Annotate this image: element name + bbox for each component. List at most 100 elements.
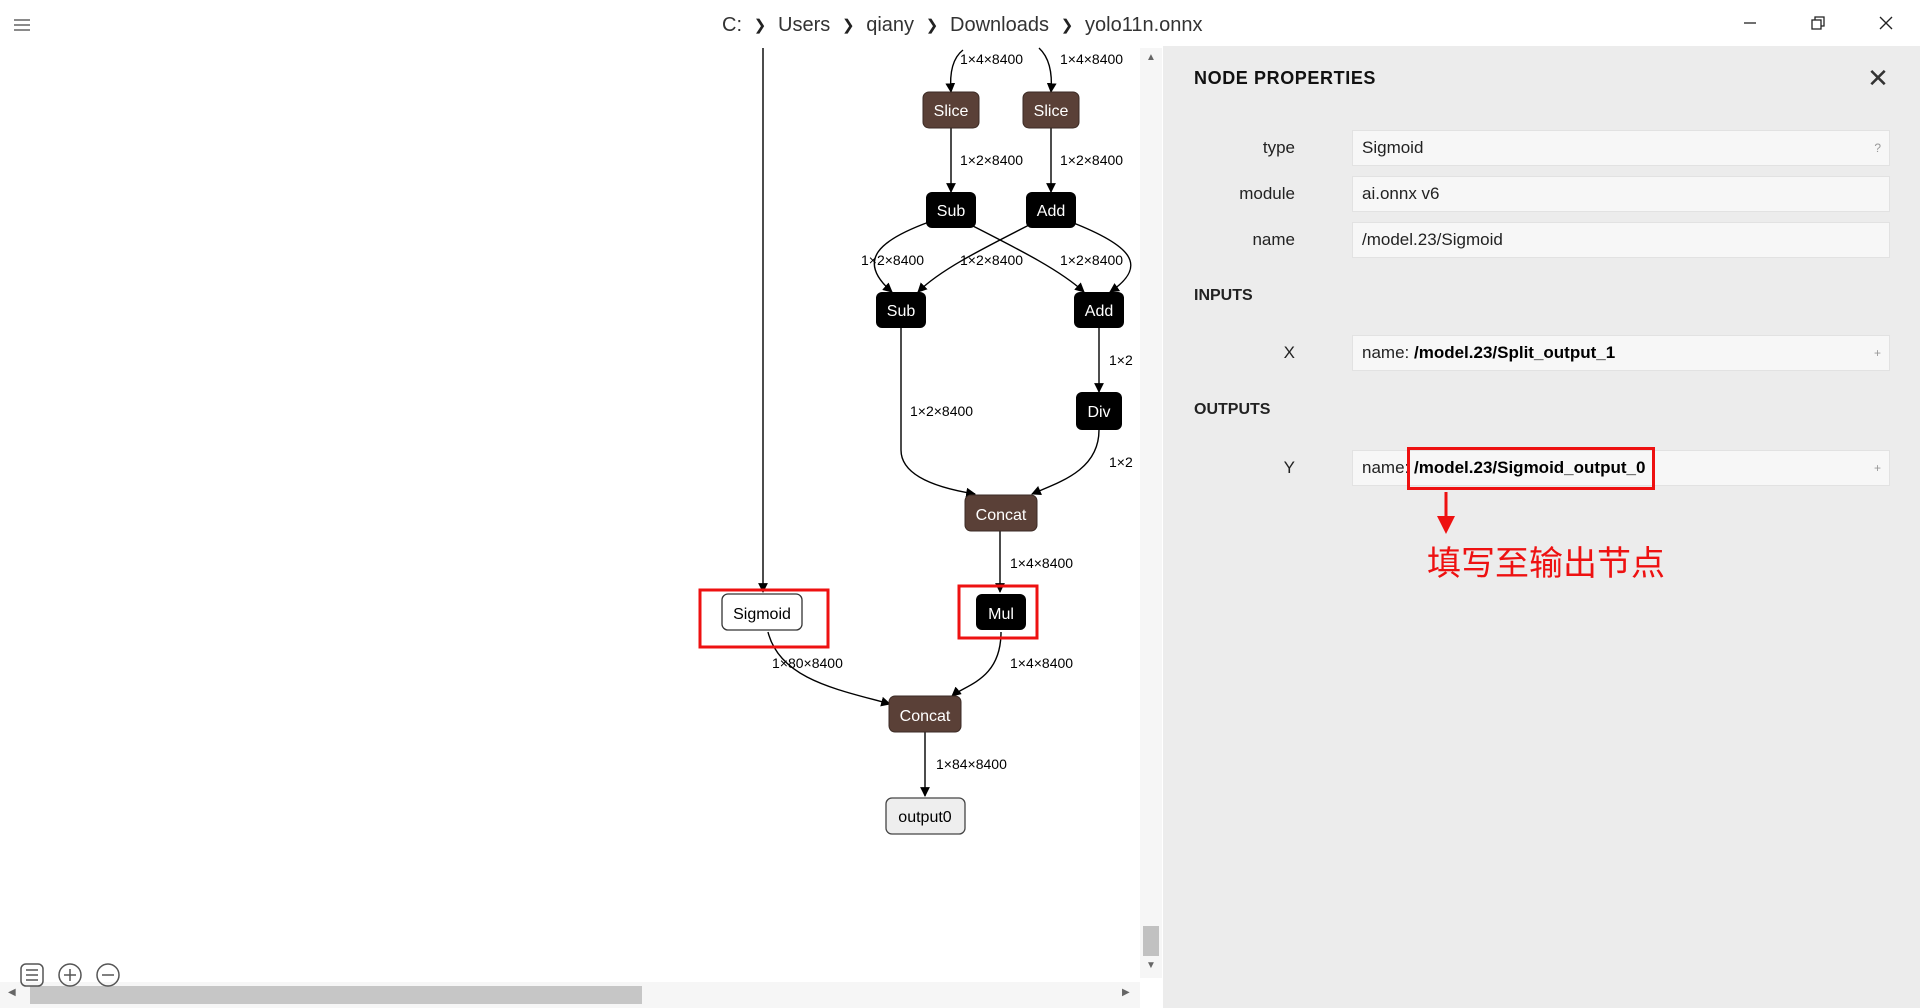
property-value-text: Sigmoid — [1362, 138, 1424, 157]
window-controls — [1716, 0, 1920, 46]
breadcrumb-file[interactable]: yolo11n.onnx — [1085, 13, 1203, 36]
node-sigmoid[interactable]: Sigmoid — [721, 593, 803, 631]
scroll-up-icon[interactable]: ▲ — [1146, 52, 1156, 63]
edge-label: 1×2×8400 — [1060, 252, 1123, 268]
chevron-right-icon: ❯ — [841, 17, 855, 34]
edge-label: 1×84×8400 — [936, 756, 1007, 772]
output-prefix: name: — [1362, 458, 1414, 477]
output-value[interactable]: name: /model.23/Sigmoid_output_0 + — [1352, 450, 1890, 486]
edge-sub2-concat1 — [900, 328, 976, 498]
input-x: X name: /model.23/Split_output_1 + — [1163, 335, 1920, 371]
expand-icon[interactable]: + — [1873, 346, 1881, 360]
property-value-name[interactable]: /model.23/Sigmoid — [1352, 222, 1890, 258]
input-value[interactable]: name: /model.23/Split_output_1 + — [1352, 335, 1890, 371]
node-add-1[interactable]: Add — [1026, 192, 1076, 228]
highlight-sigmoid — [698, 588, 830, 649]
edge-label: 1×2×8400 — [861, 252, 924, 268]
scroll-down-icon[interactable]: ▼ — [1146, 960, 1156, 971]
graph-canvas[interactable]: 1×4×8400 1×4×8400 1×2×8400 1×2×8400 1×2×… — [0, 0, 1140, 980]
menu-icon[interactable] — [14, 16, 30, 32]
node-sub-2[interactable]: Sub — [876, 292, 926, 328]
edge-label: 1×4×8400 — [960, 51, 1023, 67]
edge-label: 1×2×8400 — [910, 403, 973, 419]
node-label: Div — [1087, 404, 1110, 421]
edge-label: 1×4×8400 — [1010, 555, 1073, 571]
breadcrumb-users[interactable]: Users — [778, 13, 831, 36]
edge-label: 1×2×8400 — [1060, 152, 1123, 168]
close-window-button[interactable] — [1852, 0, 1920, 46]
node-slice-1[interactable]: Slice — [922, 91, 980, 129]
horizontal-scrollbar[interactable]: ◀ ▶ — [0, 982, 1140, 1008]
breadcrumb-user[interactable]: qiany — [866, 13, 915, 36]
node-label: Slice — [1034, 103, 1069, 120]
panel-title: NODE PROPERTIES — [1194, 68, 1377, 88]
property-value-module[interactable]: ai.onnx v6 — [1352, 176, 1890, 212]
node-label: Sub — [887, 303, 916, 320]
property-value-text: /model.23/Sigmoid — [1362, 230, 1503, 249]
minimize-button[interactable] — [1716, 0, 1784, 46]
property-key: name — [1252, 230, 1295, 249]
expand-icon[interactable]: + — [1873, 461, 1881, 475]
node-label: Sigmoid — [733, 606, 791, 623]
zoom-in-icon[interactable] — [56, 961, 84, 989]
restore-button[interactable] — [1784, 0, 1852, 46]
highlight-mul — [957, 584, 1039, 640]
edge-label: 1×80×8400 — [772, 655, 843, 671]
breadcrumb: C: ❯ Users ❯ qiany ❯ Downloads ❯ yolo11n… — [722, 12, 1203, 38]
edge-label: 1×2×8400 — [960, 152, 1023, 168]
edge-sub1-add2 — [964, 221, 1085, 293]
close-panel-icon[interactable]: ✕ — [1867, 63, 1889, 93]
edge-label: 1×4×8400 — [1060, 51, 1123, 67]
edge-label: 1×2 — [1109, 454, 1133, 470]
inputs-title: INPUTS — [1194, 287, 1253, 304]
minimize-icon — [1744, 22, 1756, 24]
property-type: type Sigmoid ? — [1163, 130, 1920, 166]
highlight-output-name — [1407, 447, 1655, 490]
edge-in1 — [945, 49, 964, 93]
horizontal-scroll-thumb[interactable] — [30, 986, 642, 1004]
input-name: /model.23/Split_output_1 — [1413, 343, 1616, 362]
breadcrumb-drive[interactable]: C: — [722, 13, 742, 36]
node-div[interactable]: Div — [1076, 392, 1122, 430]
property-value-type[interactable]: Sigmoid ? — [1352, 130, 1890, 166]
edge-mul-concat2 — [951, 631, 1002, 697]
edge-in2 — [1038, 47, 1057, 93]
edge-div-concat1 — [1031, 429, 1100, 496]
node-add-2[interactable]: Add — [1074, 292, 1124, 328]
breadcrumb-downloads[interactable]: Downloads — [950, 13, 1049, 36]
node-label: Concat — [976, 507, 1027, 524]
outputs-title: OUTPUTS — [1194, 401, 1271, 418]
input-key: X — [1283, 343, 1295, 362]
node-label: Sub — [937, 203, 966, 220]
node-label: Slice — [934, 103, 969, 120]
chevron-right-icon: ❯ — [1060, 17, 1074, 34]
node-label: Add — [1037, 203, 1065, 220]
node-concat-1[interactable]: Concat — [964, 494, 1038, 532]
property-key: module — [1239, 184, 1295, 203]
annotation-text: 填写至输出节点 — [1427, 544, 1665, 584]
property-value-text: ai.onnx v6 — [1362, 184, 1440, 203]
vertical-scrollbar[interactable]: ▲ ▼ — [1140, 48, 1162, 978]
node-sub-1[interactable]: Sub — [926, 192, 976, 228]
node-output0[interactable]: output0 — [885, 797, 966, 835]
help-icon[interactable]: ? — [1874, 141, 1881, 155]
property-module: module ai.onnx v6 — [1163, 176, 1920, 212]
node-mul[interactable]: Mul — [976, 594, 1026, 630]
edge-label: 1×4×8400 — [1010, 655, 1073, 671]
output-name: /model.23/Sigmoid_output_0 — [1413, 458, 1646, 477]
scroll-right-icon[interactable]: ▶ — [1122, 987, 1130, 998]
zoom-out-icon[interactable] — [94, 961, 122, 989]
edge-label: 1×2 — [1109, 352, 1133, 368]
list-icon[interactable] — [18, 961, 46, 989]
node-label: Concat — [900, 708, 951, 725]
node-slice-2[interactable]: Slice — [1022, 91, 1080, 129]
scroll-left-icon[interactable]: ◀ — [8, 987, 16, 998]
output-y: Y name: /model.23/Sigmoid_output_0 + — [1163, 450, 1920, 486]
edge-sub1-sub2 — [873, 221, 930, 293]
close-icon — [1879, 16, 1893, 30]
vertical-scroll-thumb[interactable] — [1143, 926, 1159, 956]
zoom-toolbar — [18, 961, 122, 989]
edge-add1-add2 — [1070, 221, 1132, 293]
edge-add1-sub2 — [917, 221, 1036, 293]
node-concat-2[interactable]: Concat — [888, 695, 962, 733]
